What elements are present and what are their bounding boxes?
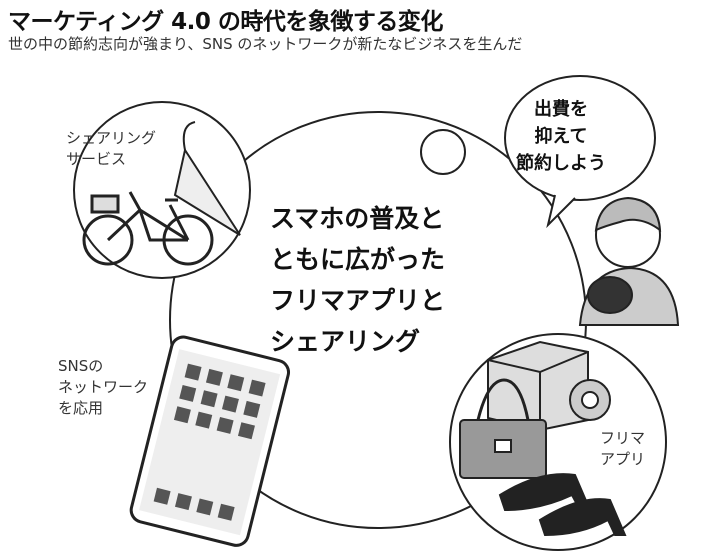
connector-circle [420,129,466,175]
sharing-service-label: シェアリング サービス [66,129,157,168]
page-title: マーケティング 4.0 の時代を象徴する変化 [8,9,443,35]
flea-market-app-label: フリマ アプリ [600,429,646,468]
center-message: スマホの普及と ともに広がった フリマアプリと シェアリング [270,204,446,356]
tape-icon [569,379,611,421]
shoes-icon [498,473,627,537]
sharing-circle [73,101,251,279]
speech-bubble-text: 出費を 抑えて 節約しよう [516,99,606,174]
page-subtitle: 世の中の節約志向が強まり、SNS のネットワークが新たなビジネスを生んだ [8,35,523,53]
woman-icon [578,196,680,326]
sns-network-label: SNSの ネットワーク を応用 [58,357,149,417]
smartphone-icon [129,335,291,547]
handbag-icon [459,378,547,479]
speech-bubble [504,75,656,229]
umbrella-icon [173,121,241,236]
bicycle-icon [82,191,214,266]
cardboard-box-icon [487,340,589,432]
